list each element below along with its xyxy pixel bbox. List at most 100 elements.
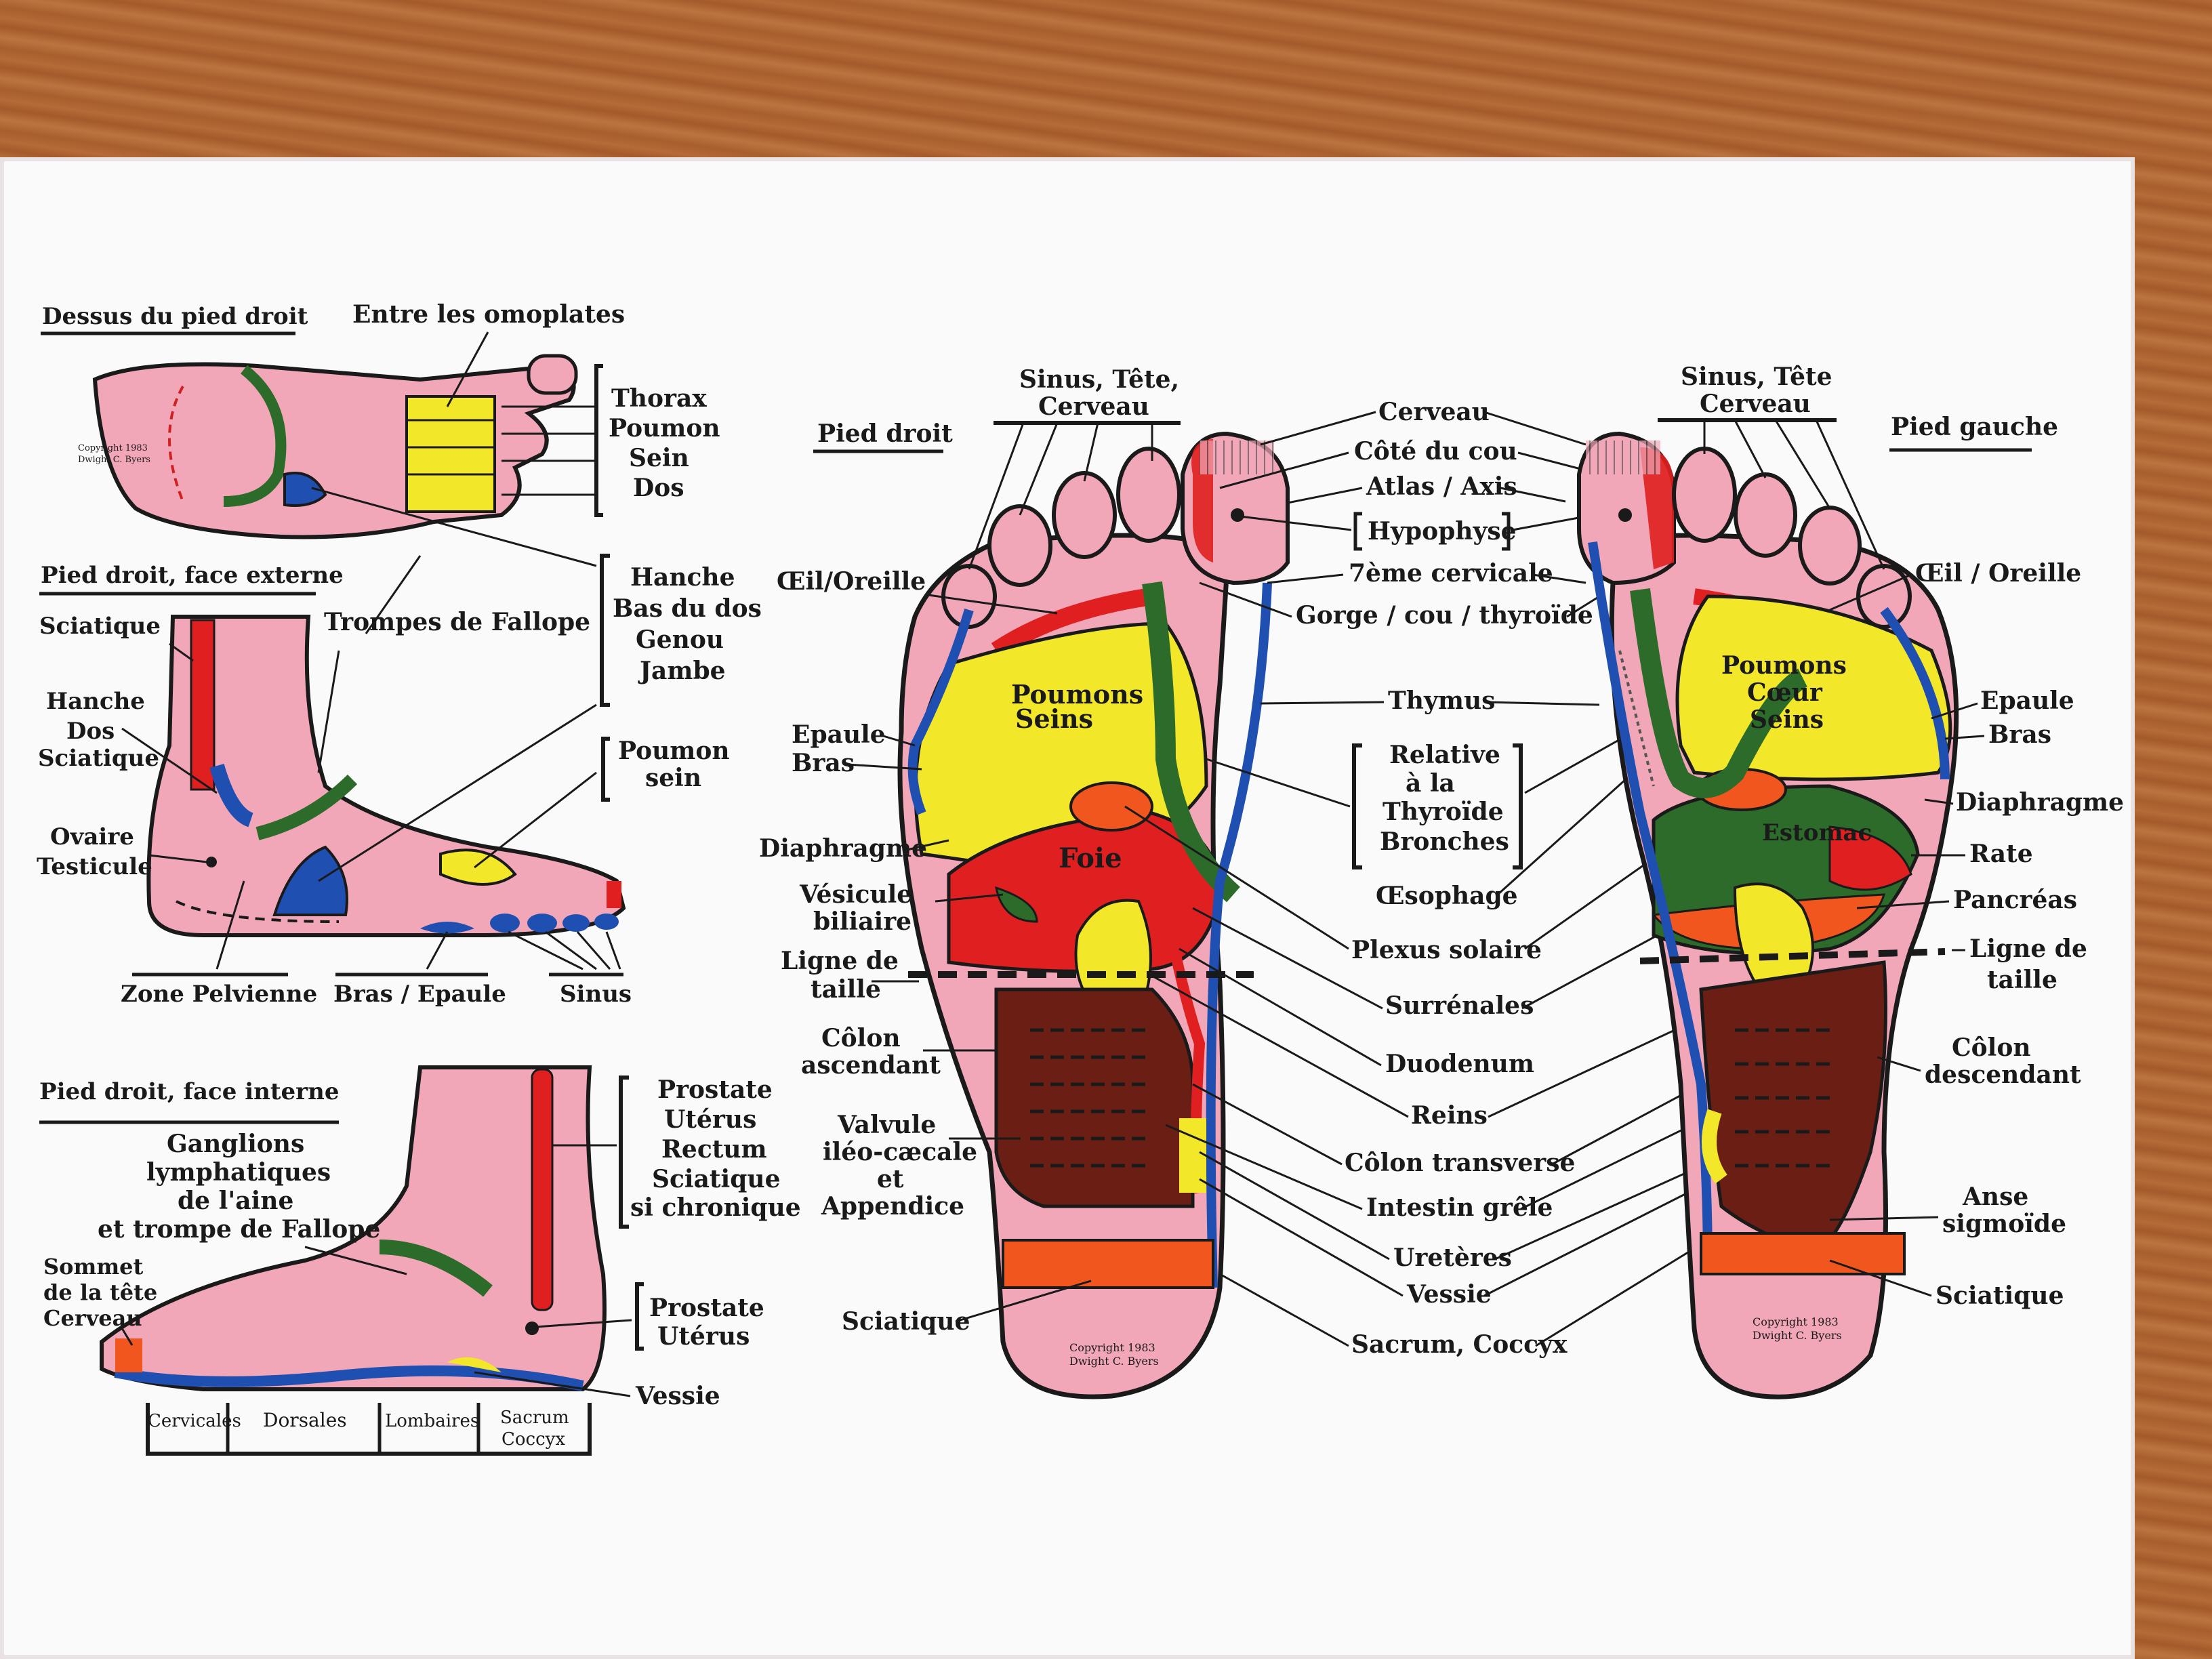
label-ureteres: Uretères xyxy=(1393,1244,1512,1272)
left-foot-sole: Poumons Cœur Seins Estomac Copyright 198… xyxy=(1577,431,1959,1399)
label-r-ligne-1: Ligne de xyxy=(781,947,899,975)
label-poumons-l-1: Poumons xyxy=(1721,651,1847,680)
label-sacrum-sp: Sacrum xyxy=(500,1408,569,1428)
label-l-sinus-1: Sinus, Tête xyxy=(1681,363,1832,391)
label-cerveau: Cerveau xyxy=(1378,398,1490,426)
label-valvule-1: Valvule xyxy=(837,1111,936,1139)
external-view-foot xyxy=(146,615,626,937)
label-pancreas: Pancréas xyxy=(1953,886,2077,914)
label-lombaires: Lombaires xyxy=(385,1411,479,1431)
label-ext-hanche: Hanche xyxy=(46,688,145,715)
label-r-bras: Bras xyxy=(792,749,855,777)
label-colon-asc-2: ascendant xyxy=(801,1051,941,1080)
label-sommet-2: de la tête xyxy=(43,1279,157,1305)
l-copyright-1: Copyright 1983 xyxy=(1753,1315,1839,1328)
label-zone-pelvienne: Zone Pelvienne xyxy=(121,981,317,1008)
label-relative-3: Thyroïde xyxy=(1382,798,1504,826)
label-reins: Reins xyxy=(1411,1101,1488,1130)
top-copyright-2: Dwight C. Byers xyxy=(78,455,150,465)
label-ext-sciatique: Sciatique xyxy=(39,613,161,640)
label-testicule: Testicule xyxy=(37,853,152,880)
label-plexus: Plexus solaire xyxy=(1351,936,1542,964)
label-poumon: Poumon xyxy=(609,414,720,443)
label-r-epaule: Epaule xyxy=(792,720,886,749)
label-duodenum: Duodenum xyxy=(1385,1050,1534,1078)
label-anse-1: Anse xyxy=(1962,1183,2028,1211)
label-gorge: Gorge / cou / thyroïde xyxy=(1296,601,1593,630)
label-colon-desc-1: Côlon xyxy=(1952,1033,2031,1062)
label-ganglions-4: et trompe de Fallope xyxy=(98,1215,380,1244)
top-view-title: Dessus du pied droit xyxy=(42,303,308,330)
label-poumon-sein-1: Poumon xyxy=(618,737,730,765)
label-poumon-sein-2: sein xyxy=(645,764,701,792)
label-hanche: Hanche xyxy=(630,563,735,592)
label-oesophage: Œsophage xyxy=(1376,882,1518,910)
label-sciatique-int: Sciatique xyxy=(652,1165,780,1193)
label-dorsales: Dorsales xyxy=(263,1409,347,1431)
right-foot-title: Pied droit xyxy=(817,419,953,448)
label-r-diaphragme: Diaphragme xyxy=(759,834,927,863)
label-thorax: Thorax xyxy=(611,384,707,413)
label-jambe: Jambe xyxy=(638,657,726,685)
label-rectum: Rectum xyxy=(661,1135,767,1164)
label-poumons-l-2: Cœur xyxy=(1747,678,1823,707)
label-entre-omoplates: Entre les omoplates xyxy=(352,300,625,329)
label-l-epaule: Epaule xyxy=(1980,687,2074,715)
label-foie: Foie xyxy=(1059,842,1122,874)
label-7eme: 7ème cervicale xyxy=(1349,559,1553,588)
label-genou: Genou xyxy=(636,626,724,654)
label-sommet-3: Cerveau xyxy=(43,1305,142,1331)
top-group1: Thorax Poumon Sein Dos xyxy=(609,384,720,502)
label-r-sinus-2: Cerveau xyxy=(1038,392,1149,421)
r-copyright-1: Copyright 1983 xyxy=(1069,1341,1155,1354)
label-thymus: Thymus xyxy=(1388,687,1495,715)
label-r-oeil: Œil/Oreille xyxy=(777,567,926,596)
label-bras-epaule: Bras / Epaule xyxy=(333,981,506,1008)
label-l-oeil: Œil / Oreille xyxy=(1915,559,2081,588)
l-copyright-2: Dwight C. Byers xyxy=(1753,1329,1842,1342)
label-ganglions-2: lymphatiques xyxy=(146,1158,331,1187)
external-view-title: Pied droit, face externe xyxy=(41,562,344,589)
label-l-ligne-2: taille xyxy=(1987,966,2057,994)
label-atlas: Atlas / Axis xyxy=(1366,472,1517,501)
label-l-diaphragme: Diaphragme xyxy=(1956,788,2124,817)
label-hypophyse: Hypophyse xyxy=(1368,517,1517,546)
label-bas-du-dos: Bas du dos xyxy=(613,594,762,623)
label-sacrum: Sacrum, Coccyx xyxy=(1351,1330,1568,1359)
label-l-ligne-1: Ligne de xyxy=(1969,935,2087,963)
label-surrenales: Surrénales xyxy=(1385,991,1534,1020)
label-uterus-1: Utérus xyxy=(664,1105,756,1134)
label-ganglions-3: de l'aine xyxy=(178,1187,293,1215)
label-prostate-2: Prostate xyxy=(649,1294,764,1322)
label-cervicales: Cervicales xyxy=(148,1411,241,1431)
top-group2: Hanche Bas du dos Genou Jambe xyxy=(613,563,762,685)
spine-scale: Cervicales Dorsales Lombaires Sacrum Coc… xyxy=(146,1403,592,1456)
label-r-sinus-1: Sinus, Tête, xyxy=(1019,365,1179,394)
label-vessie-int: Vessie xyxy=(635,1382,720,1410)
label-ext-sciatique2: Sciatique xyxy=(38,745,159,772)
label-uterus-2: Utérus xyxy=(657,1322,750,1351)
top-view-foot xyxy=(92,354,578,539)
left-foot-title: Pied gauche xyxy=(1891,413,2058,441)
label-sinus-ext: Sinus xyxy=(560,981,632,1008)
label-relative-2: à la xyxy=(1406,769,1455,798)
label-ovaire: Ovaire xyxy=(50,823,134,851)
label-dos: Dos xyxy=(633,474,684,502)
label-r-ligne-2: taille xyxy=(811,975,881,1004)
label-r-sciatique: Sciatique xyxy=(842,1307,970,1336)
label-l-sinus-2: Cerveau xyxy=(1700,390,1811,418)
label-valvule-4: Appendice xyxy=(821,1192,964,1221)
label-colon-t: Côlon transverse xyxy=(1345,1149,1575,1177)
label-sommet-1: Sommet xyxy=(43,1254,144,1279)
label-poumons-r-1: Poumons xyxy=(1011,679,1143,710)
label-trompes: Trompes de Fallope xyxy=(324,608,590,636)
label-ext-dos: Dos xyxy=(66,718,115,745)
label-sein: Sein xyxy=(629,444,689,472)
internal-view-foot xyxy=(100,1065,607,1391)
label-vesicule-2: biliaire xyxy=(813,907,912,936)
label-cote-cou: Côté du cou xyxy=(1354,437,1517,466)
center-labels: Cerveau Côté du cou Atlas / Axis Hypophy… xyxy=(1124,398,1803,1359)
label-coccyx-sp: Coccyx xyxy=(501,1429,565,1450)
label-valvule-3: et xyxy=(877,1165,904,1193)
label-anse-2: sigmoïde xyxy=(1942,1210,2066,1238)
